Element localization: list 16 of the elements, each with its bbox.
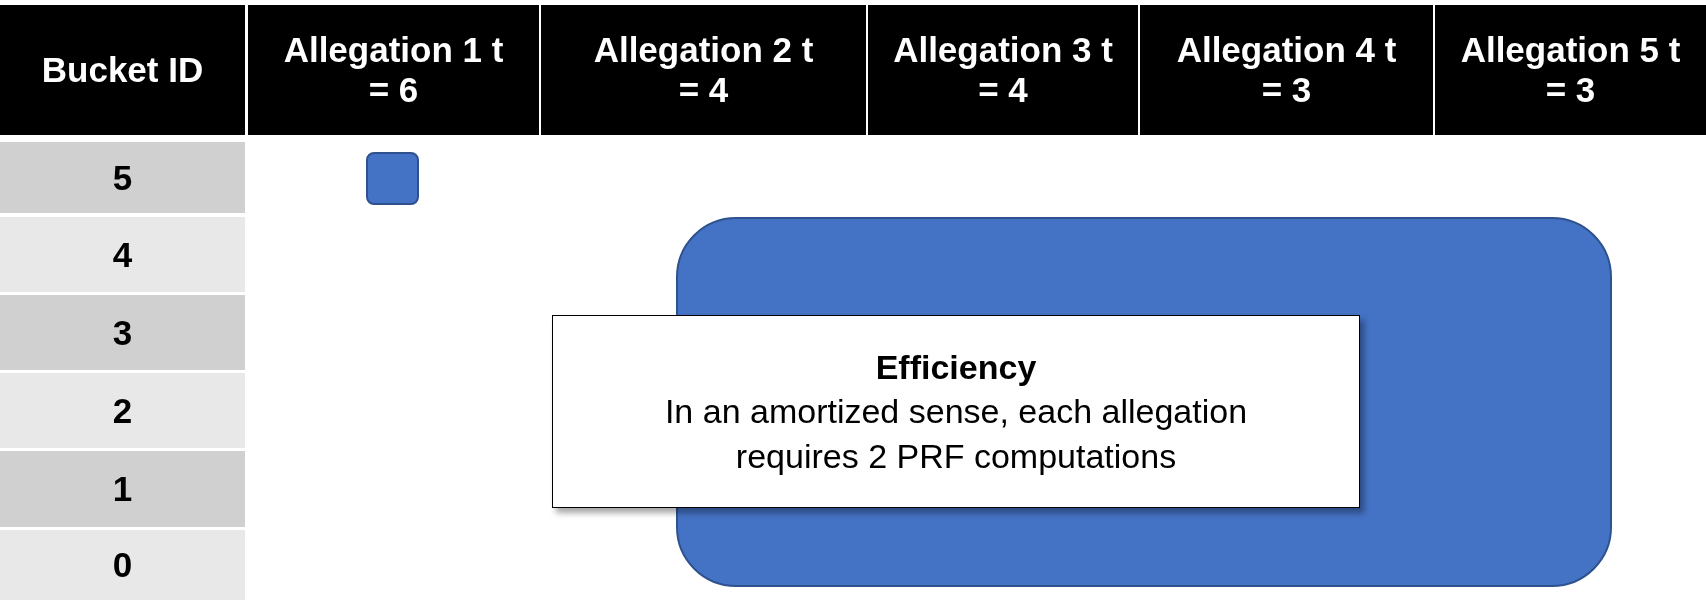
header-cell: Allegation 3 t = 4 — [868, 5, 1138, 135]
bucket-id-cell: 0 — [0, 530, 245, 600]
header-cell: Bucket ID — [0, 5, 245, 135]
header-cell: Allegation 4 t = 3 — [1140, 5, 1433, 135]
callout-tooltip — [552, 315, 1360, 508]
bucket-id-cell: 2 — [0, 373, 245, 448]
callout-heading: Efficiency — [875, 347, 1037, 389]
bucket-id-cell: 1 — [0, 451, 245, 527]
header-cell: Allegation 1 t = 6 — [248, 5, 539, 135]
bucket-id-cell: 4 — [0, 217, 245, 292]
square-marker — [366, 152, 419, 205]
header-cell: Allegation 2 t = 4 — [541, 5, 866, 135]
bucket-id-cell: 5 — [0, 142, 245, 213]
header-cell: Allegation 5 t = 3 — [1435, 5, 1706, 135]
bucket-id-cell: 3 — [0, 295, 245, 370]
callout-text: In an amortized sense, each allegation requires 2 PRF computations — [663, 391, 1249, 477]
